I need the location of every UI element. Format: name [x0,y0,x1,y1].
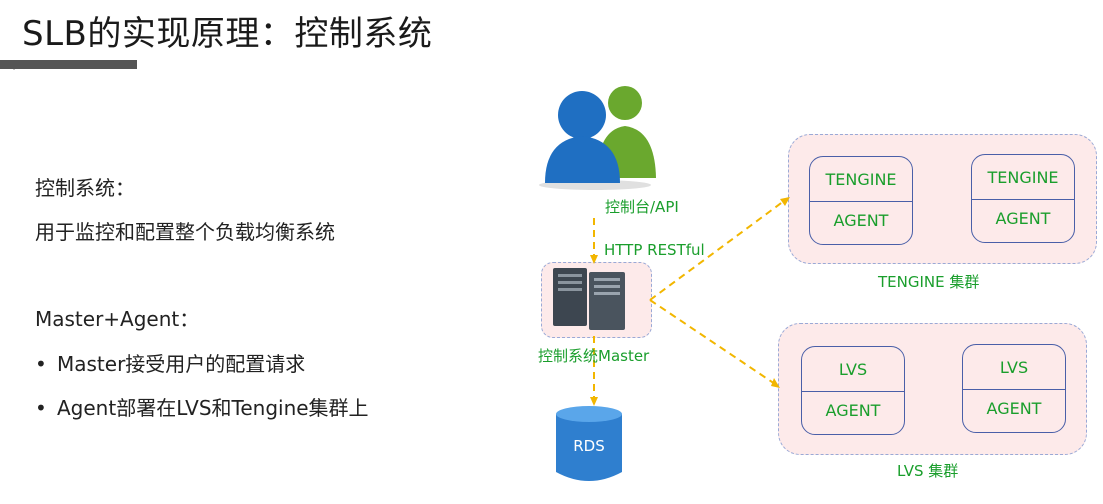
node-divider [802,390,904,392]
lvs-node: LVS AGENT [962,344,1066,433]
page-title: SLB的实现原理：控制系统 [22,14,433,54]
master-label: 控制系统Master [538,347,650,365]
rds-label: RDS [573,437,605,455]
bullet-item: • Master接受用户的配置请求 [35,348,305,377]
http-restful-label: HTTP RESTful [604,241,705,259]
database-icon [556,406,622,481]
agent-label: AGENT [825,401,881,420]
agent-label: AGENT [833,211,889,230]
agent-label: AGENT [986,399,1042,418]
connector-master-lvs [649,299,779,387]
control-system-description: 用于监控和配置整个负载均衡系统 [35,220,335,244]
server-icon [553,268,625,330]
heading-master-agent: Master+Agent： [35,307,200,331]
lvs-cluster-label: LVS 集群 [897,462,959,480]
tengine-node: TENGINE AGENT [971,154,1075,243]
users-icon [539,86,656,190]
title-underline-bar [0,60,137,69]
node-type-label: LVS [999,358,1029,377]
node-divider [810,200,912,202]
heading-control-system: 控制系统： [35,176,135,200]
lvs-node: LVS AGENT [801,346,905,435]
agent-label: AGENT [995,209,1051,228]
connectors [593,197,789,404]
bullet-dot: • [35,396,47,420]
connector-master-tengine [649,197,789,301]
node-divider [963,388,1065,390]
node-type-label: TENGINE [987,168,1059,187]
tengine-cluster-label: TENGINE 集群 [878,273,980,291]
node-divider [972,198,1074,200]
bullet-text: Agent部署在LVS和Tengine集群上 [57,396,369,420]
console-api-label: 控制台/API [605,198,679,216]
connector-arrowheads [590,197,790,406]
tengine-node: TENGINE AGENT [809,156,913,245]
node-type-label: LVS [838,360,868,379]
bullet-text: Master接受用户的配置请求 [57,352,306,376]
node-type-label: TENGINE [825,170,897,189]
bullet-item: • Agent部署在LVS和Tengine集群上 [35,392,369,421]
bullet-dot: • [35,352,47,376]
